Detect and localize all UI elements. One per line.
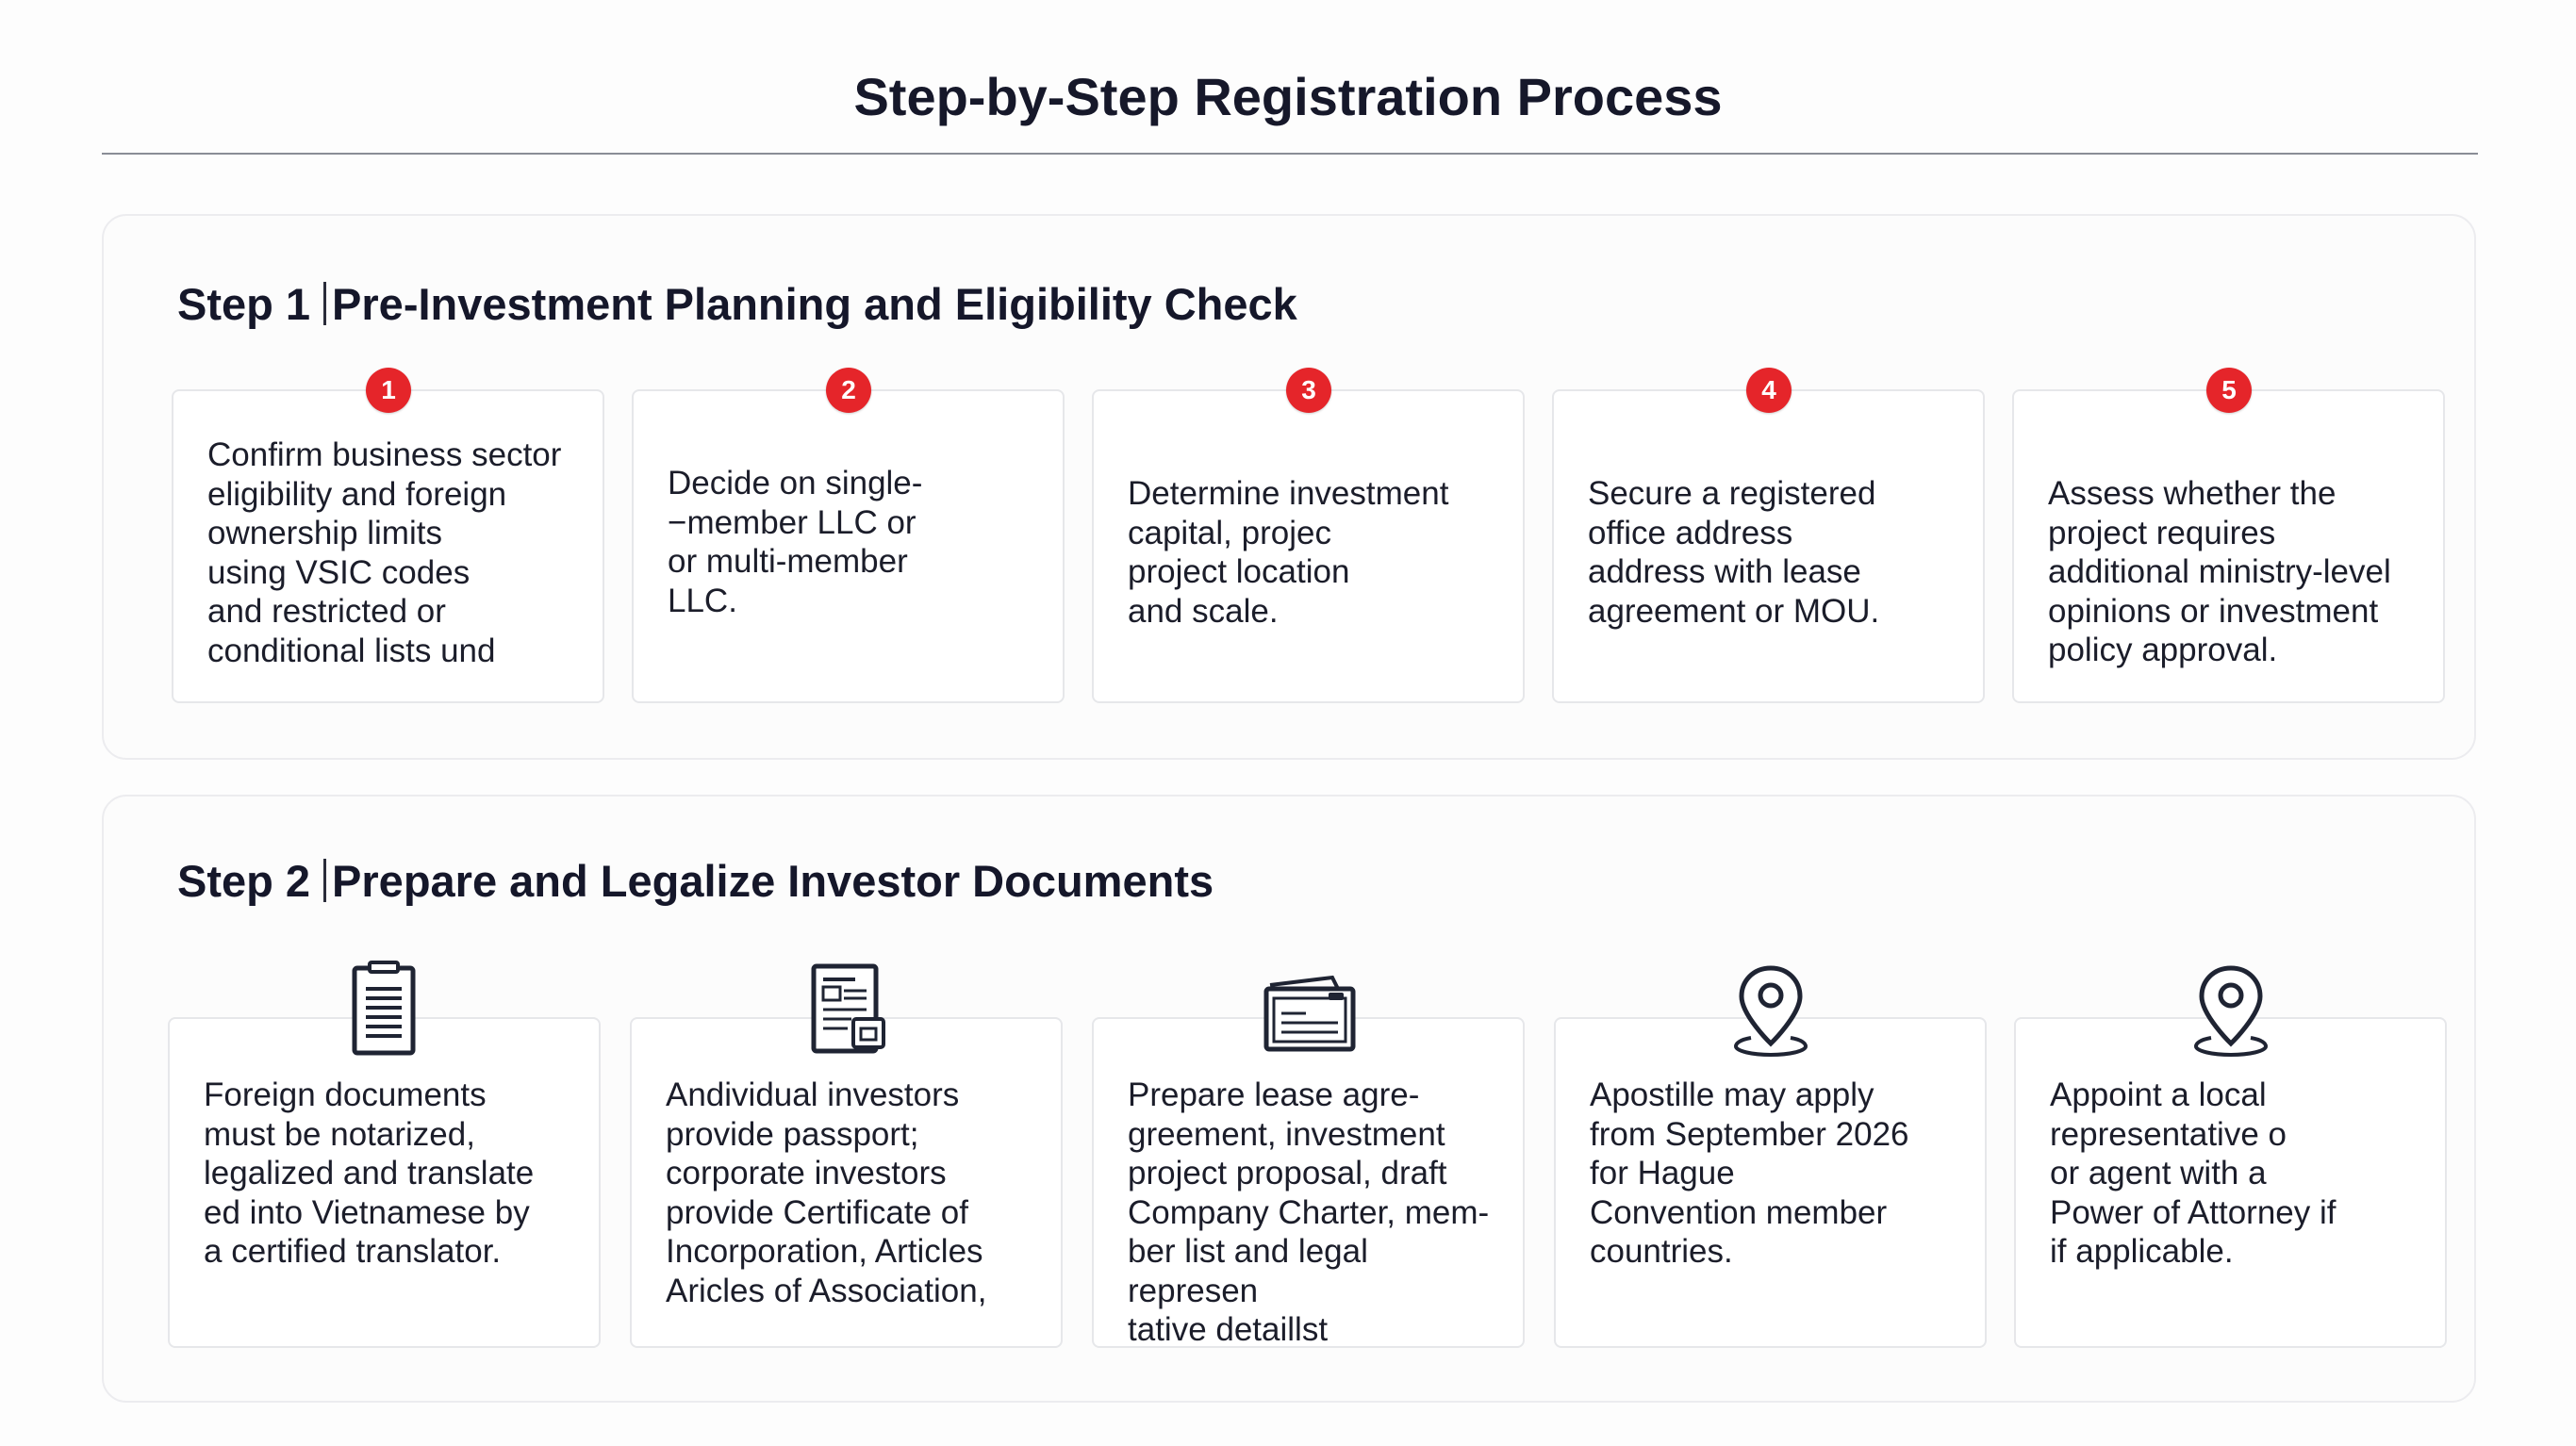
page-title: Step-by-Step Registration Process bbox=[853, 67, 1723, 126]
location-pin-icon bbox=[1719, 957, 1823, 1060]
step-2-card-text: Prepare lease agre- greement, investment… bbox=[1128, 1076, 1490, 1348]
location-pin-icon bbox=[2179, 957, 2283, 1060]
heading-separator bbox=[323, 859, 327, 902]
step-2-card-text: Andividual investors provide passport; c… bbox=[666, 1076, 987, 1309]
step-number-badge: 1 bbox=[366, 368, 411, 413]
step-1-card-text: Confirm business sector eligibility and … bbox=[207, 436, 562, 669]
step-1-card-text: Assess whether the project requires addi… bbox=[2048, 475, 2391, 668]
step-1-heading: Step 1 Pre-Investment Planning and Eligib… bbox=[177, 278, 1297, 330]
step-1-card-3: Determine investment capital, projec pro… bbox=[1092, 389, 1525, 703]
step-number-badge: 4 bbox=[1746, 368, 1792, 413]
step-2-card-text: Appoint a local representative o or agen… bbox=[2050, 1076, 2337, 1270]
step-1-label: Step 1 bbox=[177, 279, 311, 329]
step-1-title: Pre-Investment Planning and Eligibility … bbox=[332, 279, 1297, 329]
step-2-card-5: Appoint a local representative o or agen… bbox=[2014, 1017, 2447, 1348]
step-1-section: Step 1 Pre-Investment Planning and Eligib… bbox=[102, 214, 2476, 760]
step-1-card-2: Decide on single- −member LLC or or mult… bbox=[632, 389, 1065, 703]
step-2-card-4: Apostille may apply from September 2026 … bbox=[1554, 1017, 1987, 1348]
step-2-card-3: Prepare lease agre- greement, investment… bbox=[1092, 1017, 1525, 1348]
step-1-card-text: Secure a registered office address addre… bbox=[1588, 475, 1880, 630]
step-2-card-text: Apostille may apply from September 2026 … bbox=[1590, 1076, 1909, 1270]
step-2-card-2: Andividual investors provide passport; c… bbox=[630, 1017, 1063, 1348]
title-divider bbox=[102, 153, 2478, 155]
step-1-card-text: Determine investment capital, projec pro… bbox=[1128, 475, 1449, 630]
step-2-card-text: Foreign documents must be notarized, leg… bbox=[204, 1076, 535, 1270]
step-number-badge: 5 bbox=[2206, 368, 2252, 413]
step-2-title: Prepare and Legalize Investor Documents bbox=[332, 856, 1214, 906]
step-1-card-1: Confirm business sector eligibility and … bbox=[172, 389, 604, 703]
step-number-badge: 2 bbox=[826, 368, 871, 413]
step-2-label: Step 2 bbox=[177, 856, 311, 906]
id-document-icon bbox=[795, 957, 899, 1060]
heading-separator bbox=[323, 282, 327, 325]
step-1-card-5: Assess whether the project requires addi… bbox=[2012, 389, 2445, 703]
step-2-section: Step 2 Prepare and Legalize Investor Docu… bbox=[102, 795, 2476, 1403]
folder-document-icon bbox=[1257, 957, 1361, 1060]
step-1-card-4: Secure a registered office address addre… bbox=[1552, 389, 1985, 703]
step-2-card-1: Foreign documents must be notarized, leg… bbox=[168, 1017, 601, 1348]
step-1-card-text: Decide on single- −member LLC or or mult… bbox=[668, 465, 923, 619]
step-number-badge: 3 bbox=[1286, 368, 1331, 413]
step-2-heading: Step 2 Prepare and Legalize Investor Docu… bbox=[177, 855, 1214, 907]
notepad-icon bbox=[332, 957, 436, 1060]
